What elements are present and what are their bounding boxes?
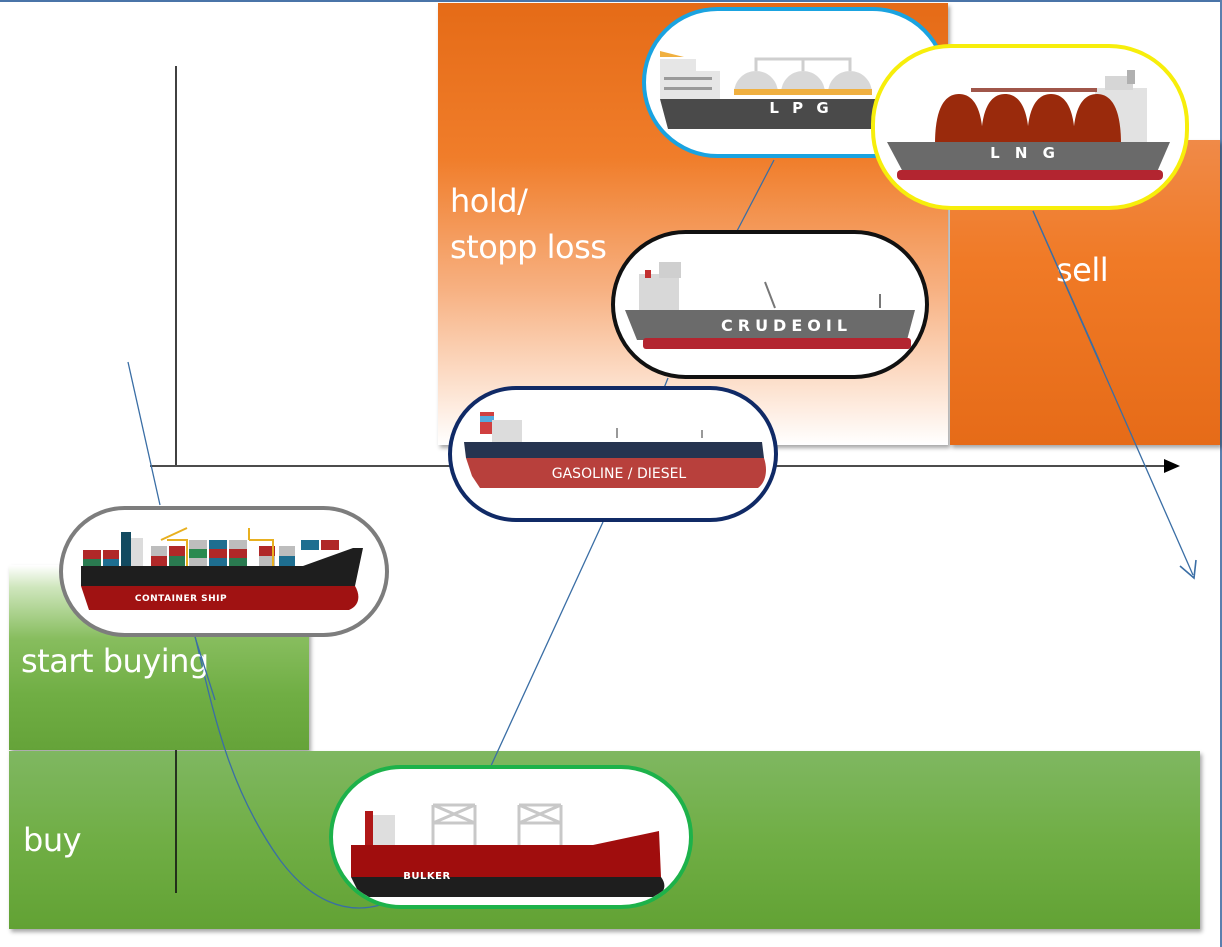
ship-name-bulker: BULKER xyxy=(403,871,451,882)
label-start-buying: start buying xyxy=(21,642,209,680)
ship-card-lng: L N G xyxy=(871,44,1189,210)
ship-name-lpg: L P G xyxy=(769,99,833,117)
connector-bulker-gasoline xyxy=(489,521,604,769)
label-hold-line1: hold/ xyxy=(450,182,528,220)
x-axis-arrowhead-icon xyxy=(1164,459,1180,473)
ship-name-crudeoil: CRUDEOIL xyxy=(721,316,853,335)
ship-name-lng: L N G xyxy=(990,144,1060,162)
label-sell: sell xyxy=(1056,251,1109,289)
crude-oil-tanker-icon xyxy=(625,262,915,349)
ship-card-gasoline-diesel: GASOLINE / DIESEL xyxy=(448,386,778,522)
ship-card-container-ship: CONTAINER SHIP xyxy=(59,506,389,637)
slide-top-border xyxy=(0,0,1222,2)
product-tanker-icon xyxy=(464,412,766,488)
slide-right-border xyxy=(1220,0,1222,947)
lpg-ship-icon xyxy=(660,51,936,129)
ship-name-container-ship: CONTAINER SHIP xyxy=(134,594,228,604)
lng-ship-icon xyxy=(887,70,1170,180)
connector-crude-lpg xyxy=(736,159,775,232)
ship-card-crudeoil: CRUDEOIL xyxy=(611,230,929,379)
label-hold-line2: stopp loss xyxy=(450,228,607,266)
ship-name-gasoline-diesel: GASOLINE / DIESEL xyxy=(551,466,687,482)
label-buy: buy xyxy=(23,821,82,859)
cycle-arrowhead-icon xyxy=(1179,559,1197,580)
ship-card-bulker: BULKER xyxy=(329,765,693,909)
bulk-carrier-icon xyxy=(351,803,665,897)
label-hold-stop-loss: hold/ stopp loss xyxy=(450,178,607,270)
cycle-curve-buy-segment xyxy=(127,361,381,909)
container-ship-icon xyxy=(81,527,363,610)
